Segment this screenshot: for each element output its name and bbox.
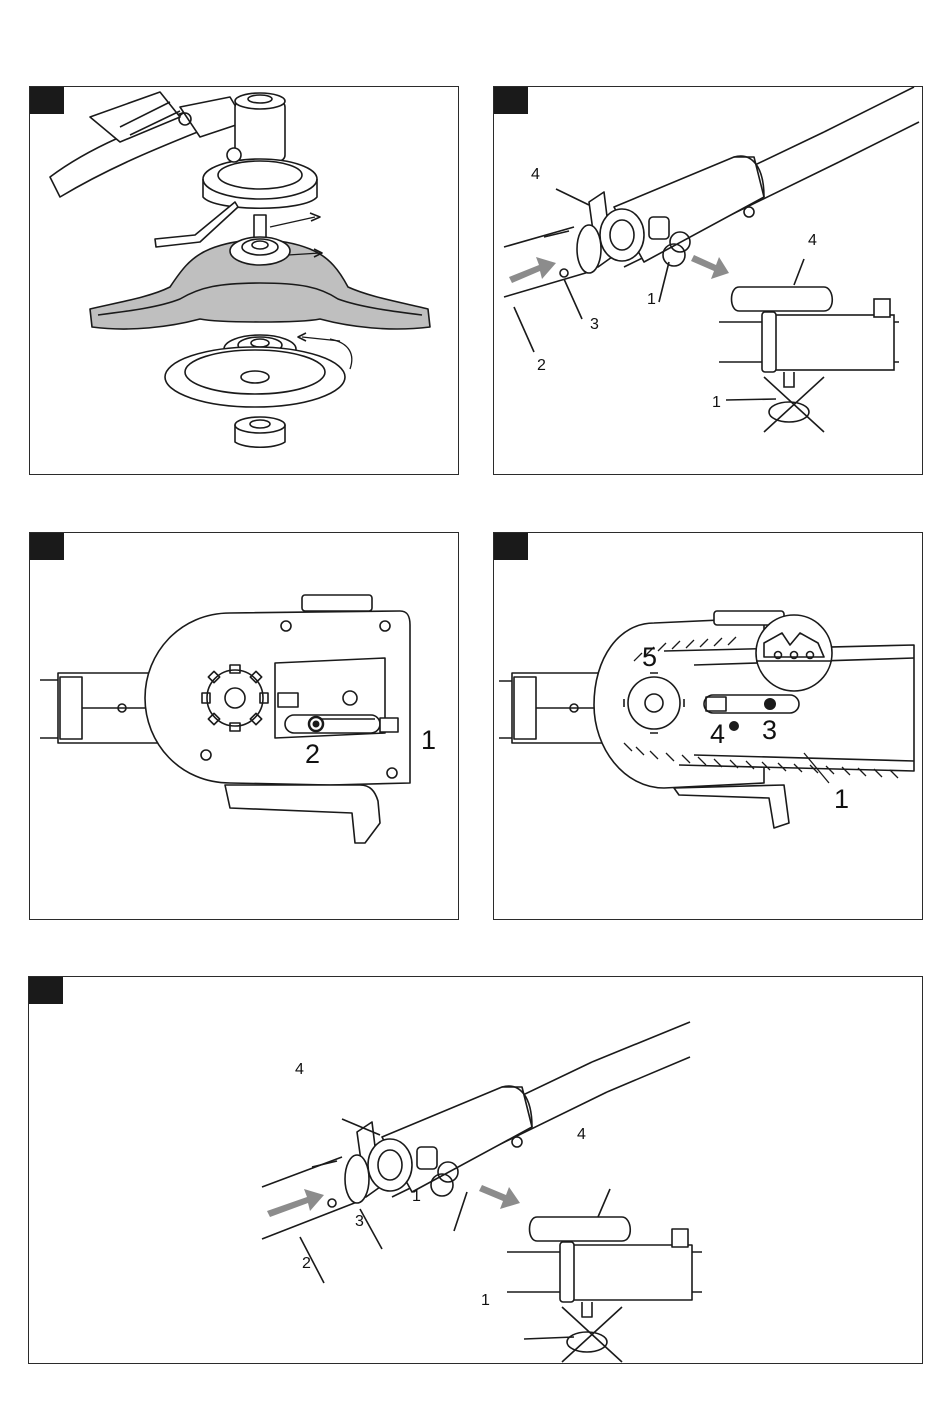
- figure-panel-c: 2 1: [29, 532, 459, 920]
- callout-label: 2: [305, 739, 320, 769]
- callout-label: 2: [537, 357, 546, 374]
- shaft-coupling-illustration: 4 1 3 2 4 1: [494, 87, 923, 475]
- figure-panel-b: 4 1 3 2 4 1: [493, 86, 923, 475]
- callout-label: 4: [808, 232, 817, 249]
- figure-panel-d: 5 4 3 1: [493, 532, 923, 920]
- callout-label: 3: [355, 1213, 364, 1230]
- callout-label: 4: [295, 1061, 304, 1078]
- callout-label: 2: [302, 1255, 311, 1272]
- callout-label: 3: [590, 316, 599, 333]
- callout-label: 1: [834, 784, 849, 814]
- figure-panel-e: 4 1 3 2 4 1: [28, 976, 923, 1364]
- blade-assembly-illustration: [30, 87, 459, 475]
- callout-label: 4: [577, 1126, 586, 1143]
- figure-panel-a: [29, 86, 459, 475]
- chain-saw-head-illustration: 5 4 3 1: [494, 533, 923, 920]
- chain-bar-housing-illustration: 2 1: [30, 533, 459, 920]
- shaft-coupling-illustration: 4 1 3 2 4 1: [29, 977, 923, 1364]
- callout-label: 3: [762, 715, 777, 745]
- callout-label: 5: [642, 642, 657, 672]
- callout-label: 4: [710, 719, 725, 749]
- callout-label: 4: [531, 166, 540, 183]
- callout-label: 1: [647, 291, 656, 308]
- callout-label: 1: [421, 725, 436, 755]
- callout-label: 1: [712, 394, 721, 411]
- callout-label: 1: [412, 1188, 421, 1205]
- callout-label: 1: [481, 1292, 490, 1309]
